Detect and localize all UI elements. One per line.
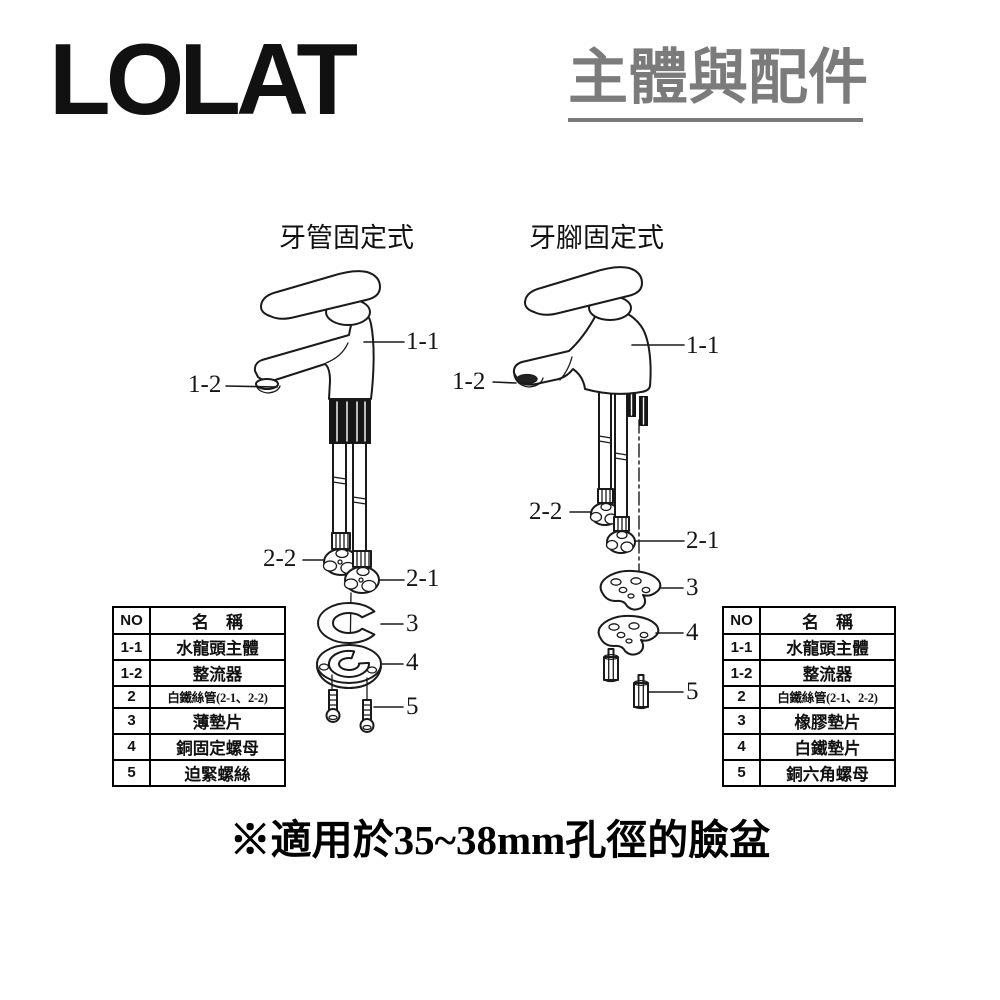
cell-no: 4 [112, 732, 151, 761]
callout-right-2-2: 2-2 [529, 498, 563, 525]
table-row: 3 薄墊片 [112, 706, 286, 735]
callout-right-4: 4 [686, 619, 699, 646]
cell-no: 1-2 [112, 659, 151, 687]
header-no: NO [722, 606, 761, 635]
cell-name: 橡膠墊片 [759, 706, 896, 735]
cell-no: 5 [112, 758, 151, 787]
cell-name: 整流器 [759, 659, 896, 687]
cell-name: 白鐵絲管(2-1、2-2) [759, 685, 896, 709]
cell-no: 1-1 [112, 633, 151, 661]
right-rubber-washer [599, 569, 662, 611]
table-row: 3 橡膠墊片 [722, 706, 896, 735]
left-threaded-pipe [329, 399, 371, 444]
cell-no: 4 [722, 732, 761, 761]
cell-name: 白鐵絲管(2-1、2-2) [149, 685, 286, 709]
callout-right-1-1: 1-1 [686, 332, 720, 359]
callout-left-5: 5 [406, 693, 419, 720]
cell-no: 2 [722, 685, 761, 709]
left-faucet-drawing [225, 270, 405, 733]
table-row: 5 銅六角螺母 [722, 758, 896, 787]
right-faucet-body [512, 266, 652, 395]
header-no: NO [112, 606, 151, 635]
parts-table-threaded-leg: NO 名 稱 1-1 水龍頭主體 1-2 整流器 2 白鐵絲管(2-1、2-2)… [722, 606, 896, 787]
callout-left-1-2: 1-2 [188, 371, 222, 398]
cell-name: 迫緊螺絲 [149, 758, 286, 787]
cell-no: 2 [112, 685, 151, 709]
diagram-title-threaded-pipe: 牙管固定式 [279, 223, 414, 253]
right-threaded-legs [627, 390, 648, 426]
right-hose-2-1 [605, 388, 636, 554]
header-name: 名 稱 [149, 606, 286, 635]
diagram-title-threaded-leg: 牙腳固定式 [529, 223, 664, 253]
callout-right-3: 3 [686, 574, 699, 601]
right-hex-nuts [603, 648, 649, 710]
callout-left-4: 4 [406, 649, 419, 676]
table-row: 1-2 整流器 [722, 659, 896, 687]
callout-left-2-1: 2-1 [406, 565, 440, 592]
callout-left-3: 3 [406, 610, 419, 637]
table-row: 5 迫緊螺絲 [112, 758, 286, 787]
left-hose-2-1 [343, 437, 380, 594]
right-steel-washer [597, 614, 660, 656]
left-thin-washer [317, 602, 376, 644]
cell-name: 薄墊片 [149, 706, 286, 735]
right-leader-lines [492, 344, 685, 693]
lolat-logo: LOLAT [49, 24, 358, 136]
table-row: 4 銅固定螺母 [112, 732, 286, 761]
callout-left-2-2: 2-2 [263, 545, 297, 572]
page-title: 主體與配件 [568, 44, 868, 111]
cell-no: 3 [722, 706, 761, 735]
cell-name: 白鐵墊片 [759, 732, 896, 761]
table-header-row: NO 名 稱 [112, 606, 286, 635]
table-row: 4 白鐵墊片 [722, 732, 896, 761]
left-hose-2-2 [322, 437, 359, 576]
cell-no: 1-2 [722, 659, 761, 687]
cell-no: 5 [722, 758, 761, 787]
table-row: 1-1 水龍頭主體 [722, 633, 896, 661]
right-aerator [513, 373, 544, 388]
applicable-basin-note: ※適用於35~38mm孔徑的臉盆 [229, 817, 771, 863]
right-faucet-drawing [492, 266, 685, 710]
table-row: 2 白鐵絲管(2-1、2-2) [112, 685, 286, 709]
cell-name: 水龍頭主體 [149, 633, 286, 661]
cell-name: 整流器 [149, 659, 286, 687]
page-title-underline [568, 118, 863, 122]
parts-table-threaded-pipe: NO 名 稱 1-1 水龍頭主體 1-2 整流器 2 白鐵絲管(2-1、2-2)… [112, 606, 286, 787]
left-faucet-body [253, 270, 381, 400]
table-header-row: NO 名 稱 [722, 606, 896, 635]
table-row: 2 白鐵絲管(2-1、2-2) [722, 685, 896, 709]
cell-name: 水龍頭主體 [759, 633, 896, 661]
header-name: 名 稱 [759, 606, 896, 635]
callout-right-1-2: 1-2 [452, 368, 486, 395]
cell-name: 銅固定螺母 [149, 732, 286, 761]
cell-no: 1-1 [722, 633, 761, 661]
left-fixing-nut [316, 644, 382, 689]
callout-right-5: 5 [686, 678, 699, 705]
table-row: 1-2 整流器 [112, 659, 286, 687]
cell-name: 銅六角螺母 [759, 758, 896, 787]
callout-right-2-1: 2-1 [686, 527, 720, 554]
left-leader-lines [225, 341, 405, 708]
callout-left-1-1: 1-1 [406, 328, 440, 355]
table-row: 1-1 水龍頭主體 [112, 633, 286, 661]
left-screws [325, 674, 375, 733]
cell-no: 3 [112, 706, 151, 735]
